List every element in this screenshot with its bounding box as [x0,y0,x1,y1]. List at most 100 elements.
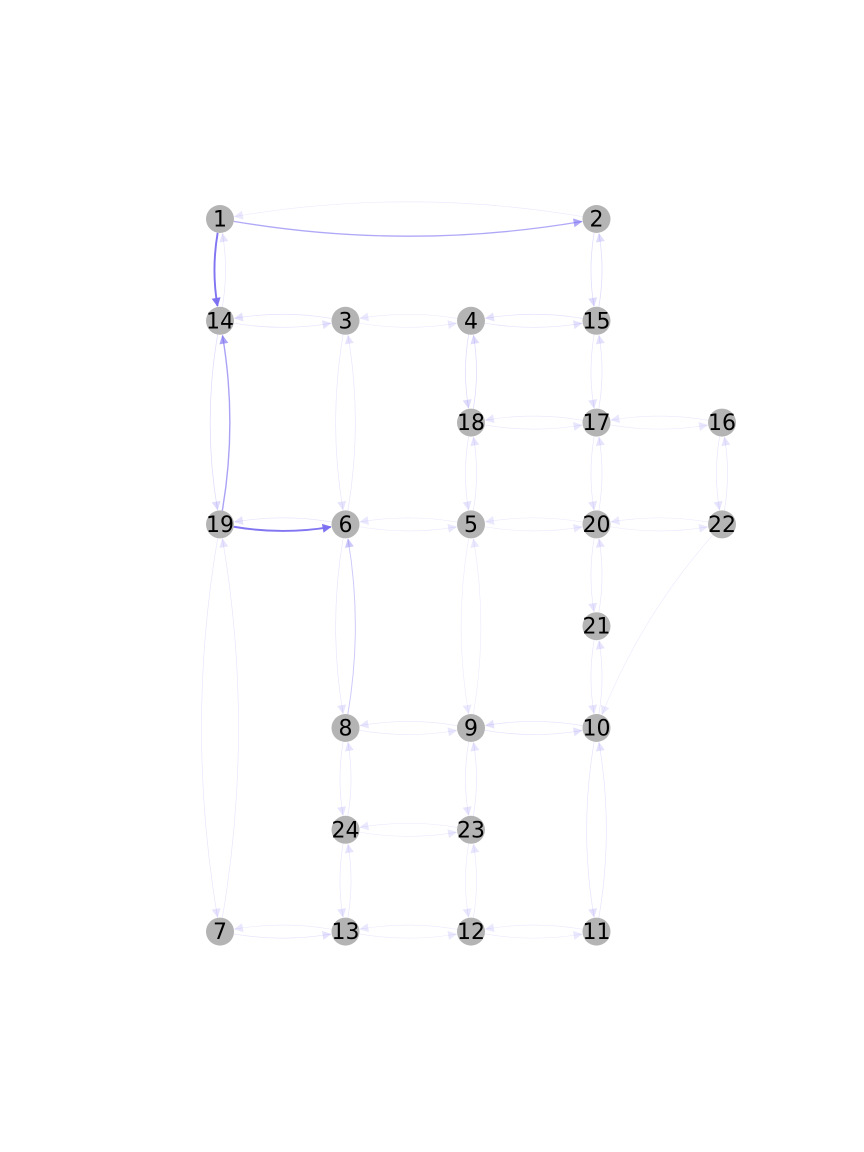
graph-node-9: 9 [457,714,485,742]
edge-7-to-13 [233,931,332,940]
edge-4-to-3 [359,312,458,322]
edge-19-to-7 [201,538,221,918]
edge-1-to-14 [211,232,221,307]
edge-9-to-23 [462,741,472,816]
node-circle [582,612,611,641]
graph-node-8: 8 [331,714,360,742]
edge-14-to-3 [233,320,332,330]
node-label: 6 [339,513,353,538]
node-circle [457,815,485,844]
edge-13-to-12 [359,931,458,940]
edge-20-to-22 [610,523,709,533]
edge-24-to-8 [344,741,354,817]
edge-16-to-17 [610,414,709,424]
graph-node-5: 5 [457,510,485,539]
graph-node-18: 18 [457,408,485,437]
node-label: 7 [213,920,227,945]
edge-8-to-6 [344,538,356,715]
graph-node-14: 14 [206,306,234,335]
node-circle [331,306,360,335]
edge-23-to-24 [359,821,458,831]
node-circle [206,917,234,946]
edge-20-to-17 [595,436,605,511]
node-label: 12 [457,920,485,945]
graph-node-2: 2 [582,205,611,233]
edge-22-to-20 [610,516,709,525]
node-label: 20 [583,513,611,538]
edge-9-to-5 [470,538,482,715]
graph-node-22: 22 [708,510,736,539]
node-circle [582,205,611,233]
edge-22-to-16 [721,436,731,511]
edge-6-to-5 [359,523,458,533]
node-label: 17 [583,411,611,436]
graph-node-4: 4 [457,306,485,335]
node-circle [582,408,611,437]
edge-layer [201,201,731,940]
graph-node-10: 10 [582,714,611,742]
edge-19-to-6 [233,523,332,533]
edge-6-to-8 [335,538,347,715]
edge-20-to-21 [588,538,598,613]
node-label: 2 [590,208,604,233]
node-label: 5 [464,513,478,538]
node-circle [206,510,234,539]
edge-17-to-18 [484,414,583,424]
edge-2-to-1 [233,201,583,220]
node-label: 3 [339,309,353,334]
graph-node-12: 12 [457,917,485,946]
graph-node-6: 6 [331,510,360,539]
graph-node-16: 16 [708,408,736,437]
edge-12-to-11 [484,931,583,940]
node-circle [457,306,485,335]
graph-node-13: 13 [331,917,360,946]
edge-14-to-1 [219,232,229,308]
edge-19-to-14 [219,334,231,511]
node-label: 22 [708,513,736,538]
graph-node-15: 15 [582,306,611,335]
node-circle [331,510,360,539]
node-circle [331,917,360,946]
edge-4-to-18 [462,334,472,409]
node-circle [206,205,234,233]
edge-10-to-21 [595,640,605,715]
node-label: 18 [457,411,485,436]
edge-21-to-10 [588,639,598,715]
graph-node-11: 11 [582,917,611,946]
edge-8-to-24 [337,741,347,816]
edge-22-to-10 [600,534,713,715]
node-circle [331,815,360,844]
edge-6-to-3 [344,334,356,511]
node-circle [331,714,360,742]
edge-16-to-22 [713,436,723,511]
edge-13-to-24 [344,843,354,918]
edge-5-to-18 [470,436,480,511]
edge-3-to-14 [233,312,332,322]
edge-20-to-5 [484,516,583,525]
edge-5-to-20 [484,523,583,533]
node-label: 13 [332,920,360,945]
edge-18-to-4 [470,334,480,409]
graph-node-24: 24 [331,815,360,844]
edge-24-to-23 [359,829,458,839]
edge-15-to-2 [595,232,605,308]
graph-node-20: 20 [582,510,611,539]
node-label: 4 [464,309,478,334]
edge-9-to-10 [484,727,583,737]
node-circle [457,714,485,742]
edge-9-to-8 [359,719,458,729]
node-label: 8 [339,717,353,742]
node-label: 24 [332,818,360,843]
node-label: 21 [583,615,611,640]
node-label: 19 [206,513,234,538]
edge-11-to-10 [595,741,607,918]
edge-23-to-9 [470,741,480,817]
edge-18-to-17 [484,422,583,431]
edge-18-to-5 [462,436,472,511]
node-label: 9 [464,717,478,742]
edge-10-to-9 [484,719,583,729]
graph-node-3: 3 [331,306,360,335]
node-circle [457,510,485,539]
edge-24-to-13 [337,843,347,918]
